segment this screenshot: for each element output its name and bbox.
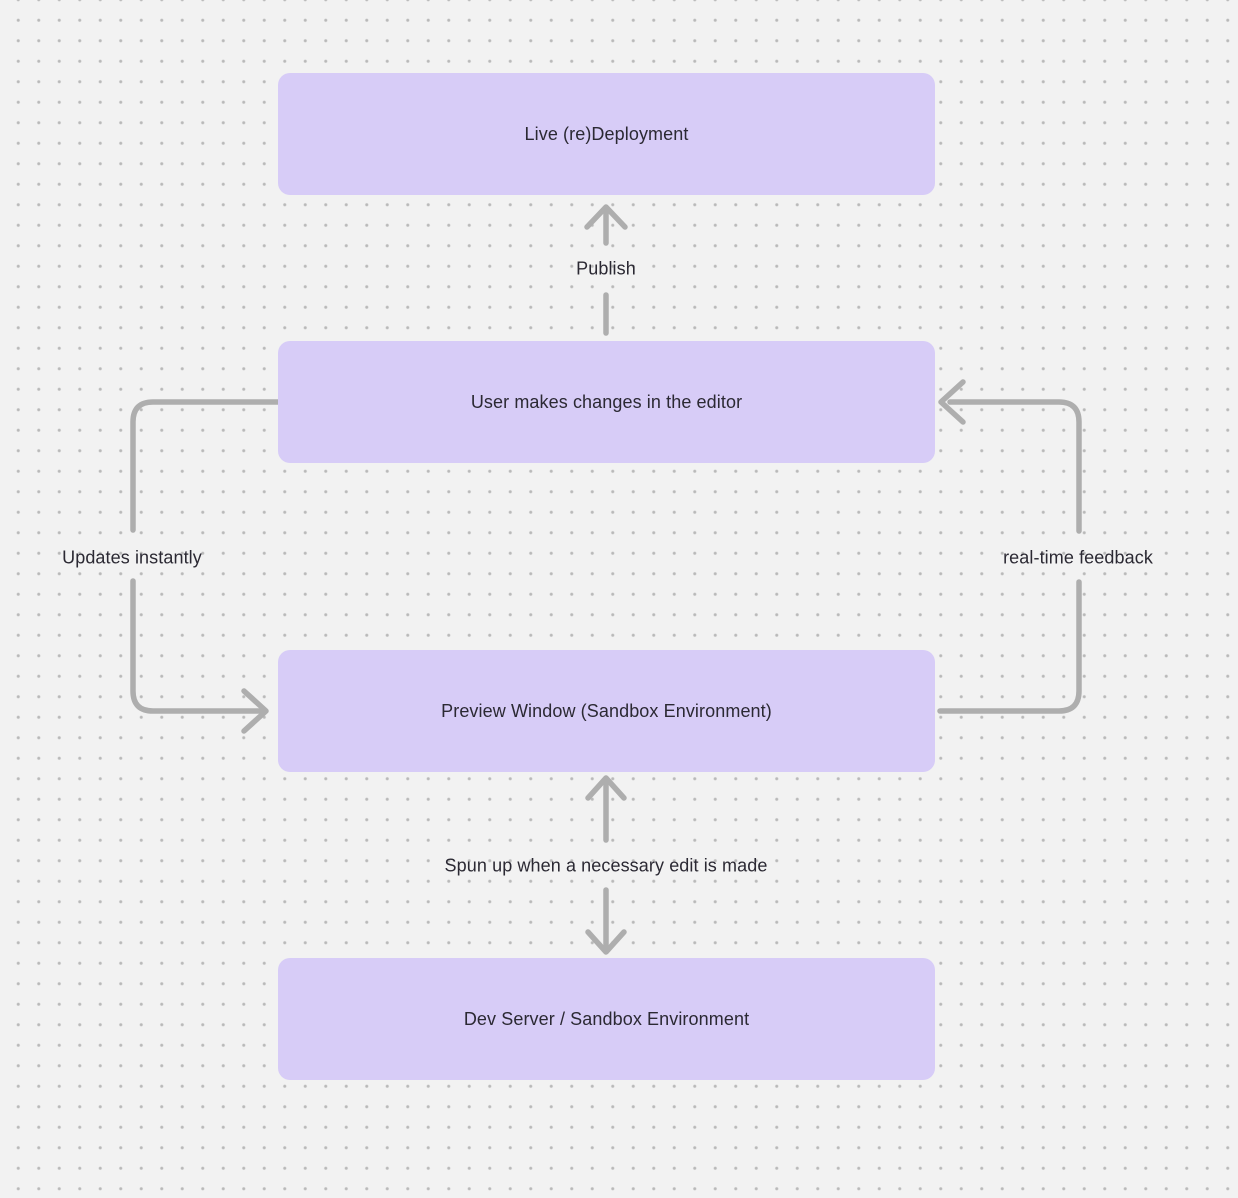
arrow-right-icon	[241, 688, 269, 734]
arrow-down-icon	[585, 929, 627, 955]
node-live-redeployment: Live (re)Deployment	[278, 73, 935, 195]
updates-instantly-connector	[130, 399, 281, 734]
arrow-up-icon	[585, 775, 627, 801]
node-label: Dev Server / Sandbox Environment	[463, 1008, 750, 1029]
edge-label-updates-instantly: Updates instantly	[62, 547, 202, 568]
publish-connector	[584, 204, 628, 336]
edge-label-spun-up: Spun up when a necessary edit is made	[444, 855, 768, 876]
real-time-feedback-connector	[937, 379, 1082, 714]
node-dev-server: Dev Server / Sandbox Environment	[278, 958, 935, 1080]
edge-label-real-time-feedback: real-time feedback	[1003, 547, 1153, 568]
connector-line	[130, 399, 281, 533]
connector-line	[947, 399, 1082, 534]
node-label: User makes changes in the editor	[470, 391, 743, 412]
node-preview-window: Preview Window (Sandbox Environment)	[278, 650, 935, 772]
node-label: Live (re)Deployment	[524, 123, 689, 144]
arrow-up-icon	[584, 204, 628, 230]
connector-line	[130, 578, 264, 714]
spun-up-connector	[585, 775, 627, 955]
node-label: Preview Window (Sandbox Environment)	[441, 700, 772, 721]
node-user-editor: User makes changes in the editor	[278, 341, 935, 463]
edge-label-publish: Publish	[576, 258, 636, 279]
arrow-left-icon	[938, 379, 966, 425]
connector-line	[937, 579, 1082, 714]
